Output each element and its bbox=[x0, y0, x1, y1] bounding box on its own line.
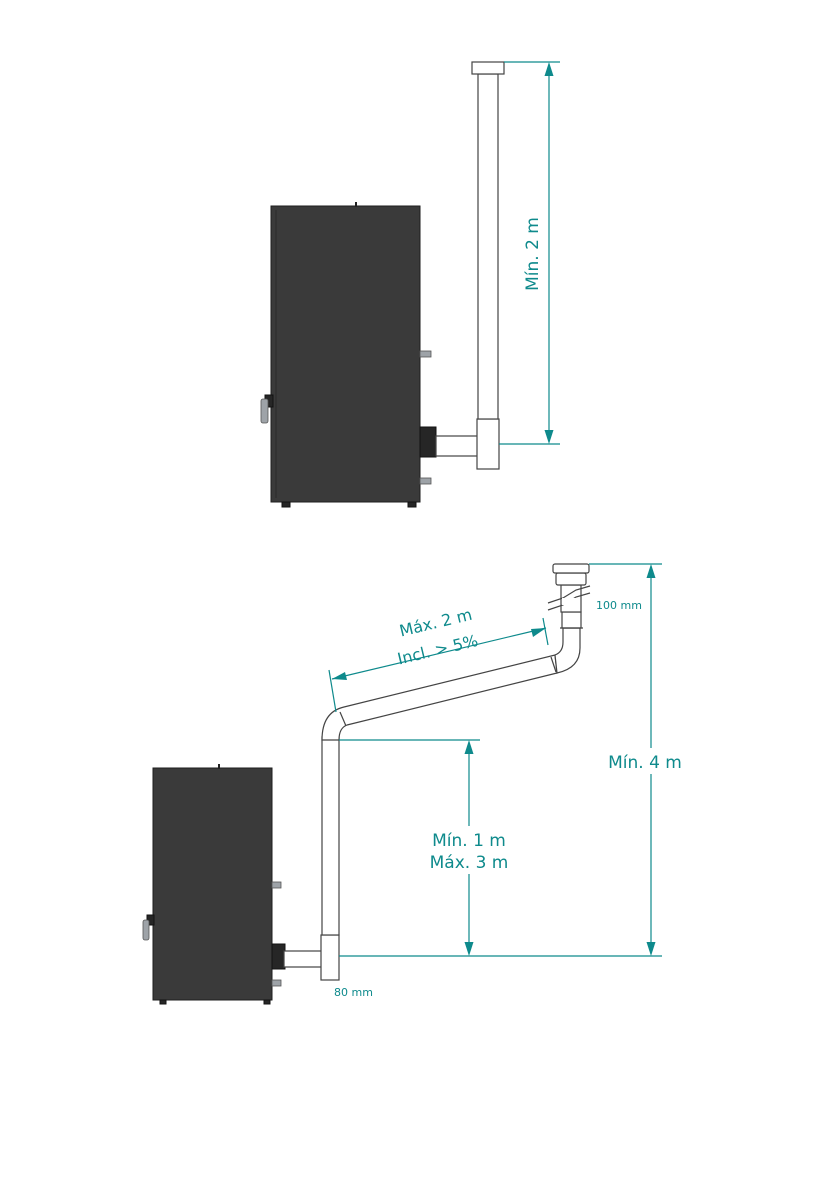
reducer bbox=[562, 612, 581, 628]
diagram-vertical-flue: Mín. 2 m bbox=[261, 62, 560, 507]
label-max-3m: Máx. 3 m bbox=[430, 853, 509, 873]
vertical-pipe bbox=[322, 737, 339, 935]
foot-left bbox=[160, 1000, 166, 1004]
stove-2 bbox=[143, 764, 285, 1004]
flue-outlet bbox=[420, 427, 436, 457]
dimension-vertical-section: Mín. 1 m Máx. 3 m bbox=[339, 740, 508, 956]
horizontal-connector bbox=[436, 436, 478, 456]
label-100mm: 100 mm bbox=[596, 599, 642, 612]
horizontal-connector bbox=[284, 951, 322, 967]
stove-1 bbox=[261, 202, 436, 507]
flue-pipe-1 bbox=[436, 62, 504, 469]
foot-right bbox=[264, 1000, 270, 1004]
rear-connector-top bbox=[420, 351, 431, 357]
top-cap-rim bbox=[553, 564, 589, 573]
door-handle bbox=[143, 920, 149, 940]
t-junction bbox=[477, 419, 499, 469]
door-handle bbox=[261, 399, 268, 423]
rear-connector-bottom bbox=[420, 478, 431, 484]
label-min-4m: Mín. 4 m bbox=[608, 753, 682, 773]
vertical-pipe bbox=[478, 74, 498, 419]
upper-elbow bbox=[555, 628, 580, 673]
rear-connector-top bbox=[272, 882, 281, 888]
dimension-min-2m: Mín. 2 m bbox=[499, 62, 560, 444]
dimension-min-4m: Mín. 4 m bbox=[339, 564, 682, 956]
top-cap bbox=[556, 573, 586, 585]
chimney-cap bbox=[472, 62, 504, 74]
label-min-1m: Mín. 1 m bbox=[432, 831, 506, 851]
stove-body bbox=[271, 206, 420, 502]
foot-right bbox=[408, 502, 416, 507]
stove-body bbox=[153, 768, 272, 1000]
flue-outlet bbox=[272, 944, 285, 969]
label-80mm: 80 mm bbox=[334, 986, 373, 999]
t-junction bbox=[321, 935, 339, 980]
label-min-2m: Mín. 2 m bbox=[523, 217, 543, 291]
inclined-pipe bbox=[322, 655, 557, 740]
foot-left bbox=[282, 502, 290, 507]
diagram-offset-flue: Máx. 2 m Incl. > 5% 100 mm Mín. 4 m Mín.… bbox=[143, 564, 682, 1004]
rear-connector-bottom bbox=[272, 980, 281, 986]
